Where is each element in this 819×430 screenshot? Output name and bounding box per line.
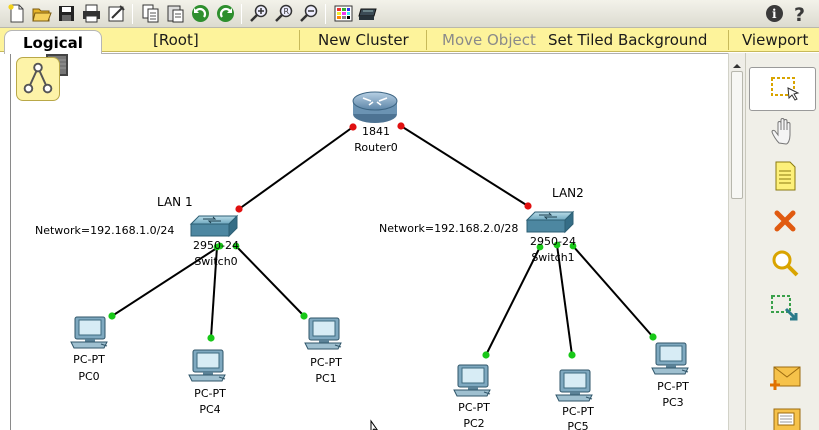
hand-move-icon[interactable] <box>768 115 802 149</box>
undo-icon[interactable] <box>190 3 211 24</box>
palette-icon[interactable] <box>333 3 354 24</box>
lan1-note[interactable]: LAN 1 <box>157 195 193 209</box>
pc1-name-label[interactable]: PC1 <box>315 372 337 385</box>
pc3-type-label: PC-PT <box>657 380 689 393</box>
add-complex-pdu-icon[interactable] <box>768 403 802 430</box>
pc1-type-label: PC-PT <box>310 356 342 369</box>
move-object-button[interactable]: Move Object <box>442 31 536 49</box>
switch0-model-label: 2950-24 <box>193 239 239 252</box>
custom-device-icon[interactable] <box>358 3 379 24</box>
toolbar-separator <box>241 4 242 24</box>
switch1-model-label: 2950-24 <box>530 235 576 248</box>
navigation-cluster-icon[interactable] <box>16 57 60 101</box>
info-icon[interactable]: i <box>764 3 785 24</box>
paste-icon[interactable] <box>165 3 186 24</box>
add-simple-pdu-icon[interactable] <box>768 359 802 393</box>
activity-wizard-icon[interactable] <box>106 3 127 24</box>
menubar-divider <box>728 30 729 50</box>
help-icon[interactable]: ? <box>790 3 811 24</box>
viewport-button[interactable]: Viewport <box>742 31 809 49</box>
new-file-icon[interactable] <box>6 3 27 24</box>
router-name-label[interactable]: Router0 <box>354 141 398 154</box>
delete-icon[interactable] <box>768 203 802 237</box>
zoom-out-icon[interactable] <box>299 3 320 24</box>
zoom-reset-icon[interactable]: R <box>274 3 295 24</box>
tab-logical[interactable]: Logical <box>4 30 102 54</box>
router-model-label: 1841 <box>362 125 390 138</box>
logical-workspace-bar: [Root] New Cluster Move Object Set Tiled… <box>0 28 819 52</box>
switch1-name-label[interactable]: Switch1 <box>531 251 575 264</box>
lan2-note[interactable]: LAN2 <box>552 186 584 200</box>
copy-icon[interactable] <box>140 3 161 24</box>
menubar-divider <box>426 30 427 50</box>
root-button[interactable]: [Root] <box>153 31 199 49</box>
resize-shape-icon[interactable] <box>768 291 802 325</box>
switch0-name-label[interactable]: Switch0 <box>194 255 238 268</box>
pc4-name-label[interactable]: PC4 <box>199 403 221 416</box>
logical-workspace-canvas[interactable] <box>10 53 728 430</box>
new-cluster-button[interactable]: New Cluster <box>318 31 409 49</box>
svg-text:i: i <box>772 7 777 21</box>
scrollbar-thumb[interactable] <box>731 71 743 199</box>
main-toolbar: R i ? <box>0 0 819 28</box>
pc2-type-label: PC-PT <box>458 401 490 414</box>
note-icon[interactable] <box>768 159 802 193</box>
svg-text:?: ? <box>794 4 805 24</box>
print-icon[interactable] <box>81 3 102 24</box>
toolbar-separator <box>132 4 133 24</box>
pc0-type-label: PC-PT <box>73 353 105 366</box>
pc5-type-label: PC-PT <box>562 405 594 418</box>
toolbar-separator <box>325 4 326 24</box>
lan2-network-note[interactable]: Network=192.168.2.0/28 <box>379 222 519 235</box>
set-tiled-background-button[interactable]: Set Tiled Background <box>548 31 708 49</box>
select-icon[interactable] <box>768 71 802 105</box>
selected-tool-frame <box>749 67 816 111</box>
common-tools-panel <box>745 53 819 430</box>
save-icon[interactable] <box>56 3 77 24</box>
lan1-network-note[interactable]: Network=192.168.1.0/24 <box>35 224 175 237</box>
inspect-icon[interactable] <box>768 247 802 281</box>
pc0-name-label[interactable]: PC0 <box>78 370 100 383</box>
open-folder-icon[interactable] <box>31 3 52 24</box>
tab-logical-label: Logical <box>23 34 83 52</box>
svg-text:R: R <box>284 7 290 16</box>
pc4-type-label: PC-PT <box>194 387 226 400</box>
vertical-scrollbar[interactable] <box>728 53 745 430</box>
pc5-name-label[interactable]: PC5 <box>567 420 589 430</box>
zoom-in-icon[interactable] <box>249 3 270 24</box>
pc3-name-label[interactable]: PC3 <box>662 396 684 409</box>
menubar-divider <box>299 30 300 50</box>
pc2-name-label[interactable]: PC2 <box>463 417 485 430</box>
redo-icon[interactable] <box>215 3 236 24</box>
scroll-up-arrow-icon[interactable] <box>729 57 745 69</box>
